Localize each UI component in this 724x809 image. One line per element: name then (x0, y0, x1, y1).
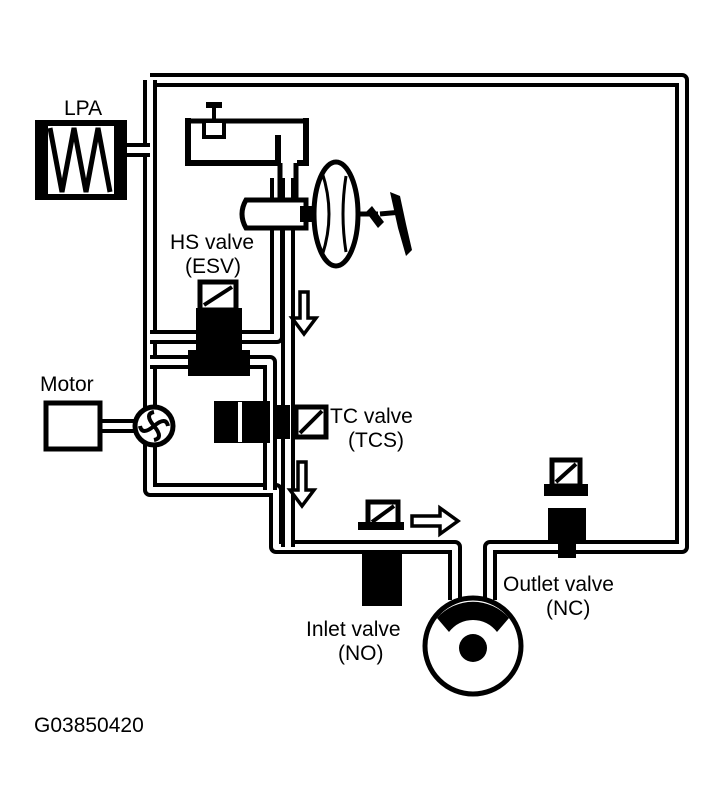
tc-valve-label: TC valve (330, 405, 413, 428)
inlet-valve-label: Inlet valve (306, 618, 401, 641)
lpa-label: LPA (64, 97, 102, 120)
outlet-valve-label: Outlet valve (503, 573, 614, 596)
master-cylinder (239, 197, 318, 231)
diagram-labels: LPA HS valve (ESV) Motor TC valve (TCS) … (34, 97, 614, 737)
brake-pedal (366, 192, 412, 256)
fluid-reservoir (185, 102, 309, 198)
wheel-cylinder (422, 595, 524, 697)
outlet-valve (544, 457, 588, 558)
hs-valve-label: HS valve (170, 231, 254, 254)
pump-motor (43, 400, 176, 452)
flow-arrows (286, 290, 461, 538)
inlet-valve-code: (NO) (338, 642, 384, 665)
figure-id: G03850420 (34, 714, 144, 737)
pump-valve-block (214, 401, 270, 443)
motor-label: Motor (40, 373, 94, 396)
tc-valve-code: (TCS) (348, 429, 404, 452)
inlet-valve (358, 499, 404, 606)
hs-valve-code: (ESV) (185, 255, 241, 278)
lpa-accumulator (35, 120, 127, 200)
tc-valve (274, 404, 329, 440)
outlet-valve-code: (NC) (546, 597, 590, 620)
hs-valve (188, 279, 250, 376)
